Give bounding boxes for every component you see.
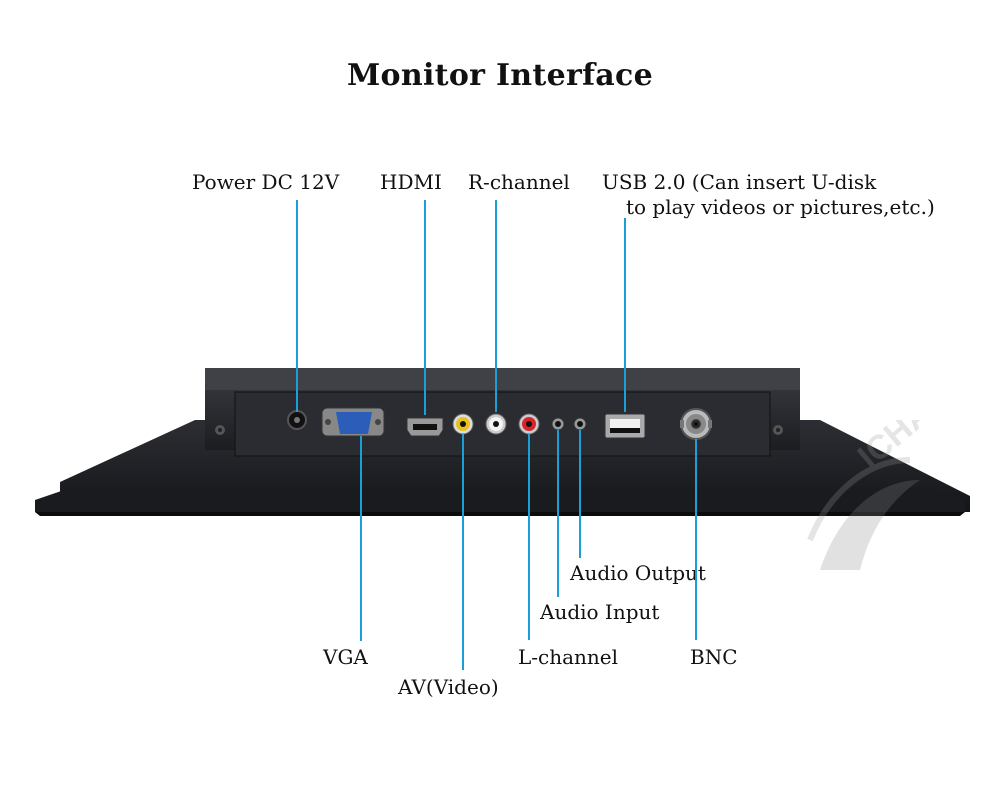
leader-l-channel [528,434,530,640]
label-av: AV(Video) [398,675,499,699]
r-channel-jack-icon [485,413,507,435]
label-hdmi: HDMI [380,170,442,194]
leader-av [462,434,464,670]
svg-text:ICHAWK: ICHAWK [851,420,980,476]
page-title: Monitor Interface [347,58,653,93]
leader-bnc [695,439,697,640]
hdmi-port-icon [406,417,444,437]
chassis-flange [35,488,965,512]
label-r-channel: R-channel [468,170,570,194]
leader-vga [360,436,362,641]
label-audio-output: Audio Output [570,561,706,585]
bnc-connector-icon [680,408,712,440]
leader-usb [624,218,626,412]
label-usb-line2: to play videos or pictures,etc.) [626,195,935,219]
l-channel-jack-icon [518,413,540,435]
leader-r-channel [495,200,497,412]
label-l-channel: L-channel [518,645,619,669]
label-power: Power DC 12V [192,170,340,194]
leader-audio-output [579,430,581,558]
label-usb-line1: USB 2.0 (Can insert U-disk [602,170,877,194]
leader-hdmi [424,200,426,415]
leader-power [296,200,298,412]
usb-port-icon [604,413,646,439]
vga-port-icon [321,407,385,437]
label-audio-input: Audio Input [540,600,660,624]
label-bnc: BNC [690,645,738,669]
av-video-jack-icon [452,413,474,435]
audio-output-jack-icon [573,417,587,431]
screw-icon [215,425,225,435]
label-vga: VGA [323,645,368,669]
dc-power-jack-icon [287,410,307,430]
brand-watermark-logo: ICHAWK [800,358,981,580]
screw-icon [773,425,783,435]
audio-input-jack-icon [551,417,565,431]
leader-audio-input [557,430,559,597]
